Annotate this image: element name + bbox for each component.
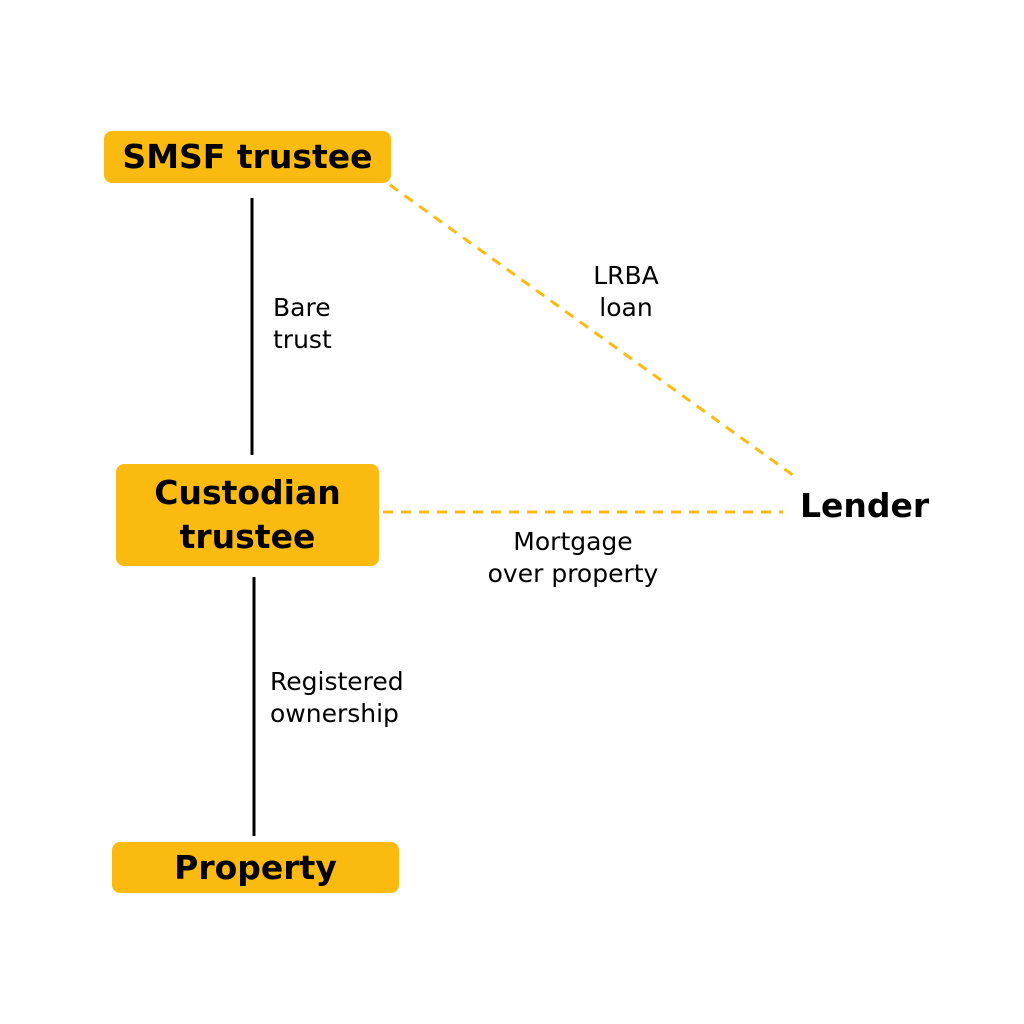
lender-node: Lender [800,486,930,525]
registered-ownership-label: Registered ownership [270,667,404,728]
bare-trust-label: Bare trust [273,293,332,354]
smsf-trustee-label: SMSF trustee [122,137,373,176]
smsf-trustee-node: SMSF trustee [104,131,391,183]
custodian-trustee-label: Custodian trustee [154,473,341,556]
property-node: Property [112,842,399,893]
custodian-trustee-node: Custodian trustee [116,464,379,566]
mortgage-label: Mortgage over property [487,527,659,588]
lrba-loan-line [389,183,798,480]
property-label: Property [174,847,337,887]
lrba-loan-label: LRBA loan [593,261,659,322]
